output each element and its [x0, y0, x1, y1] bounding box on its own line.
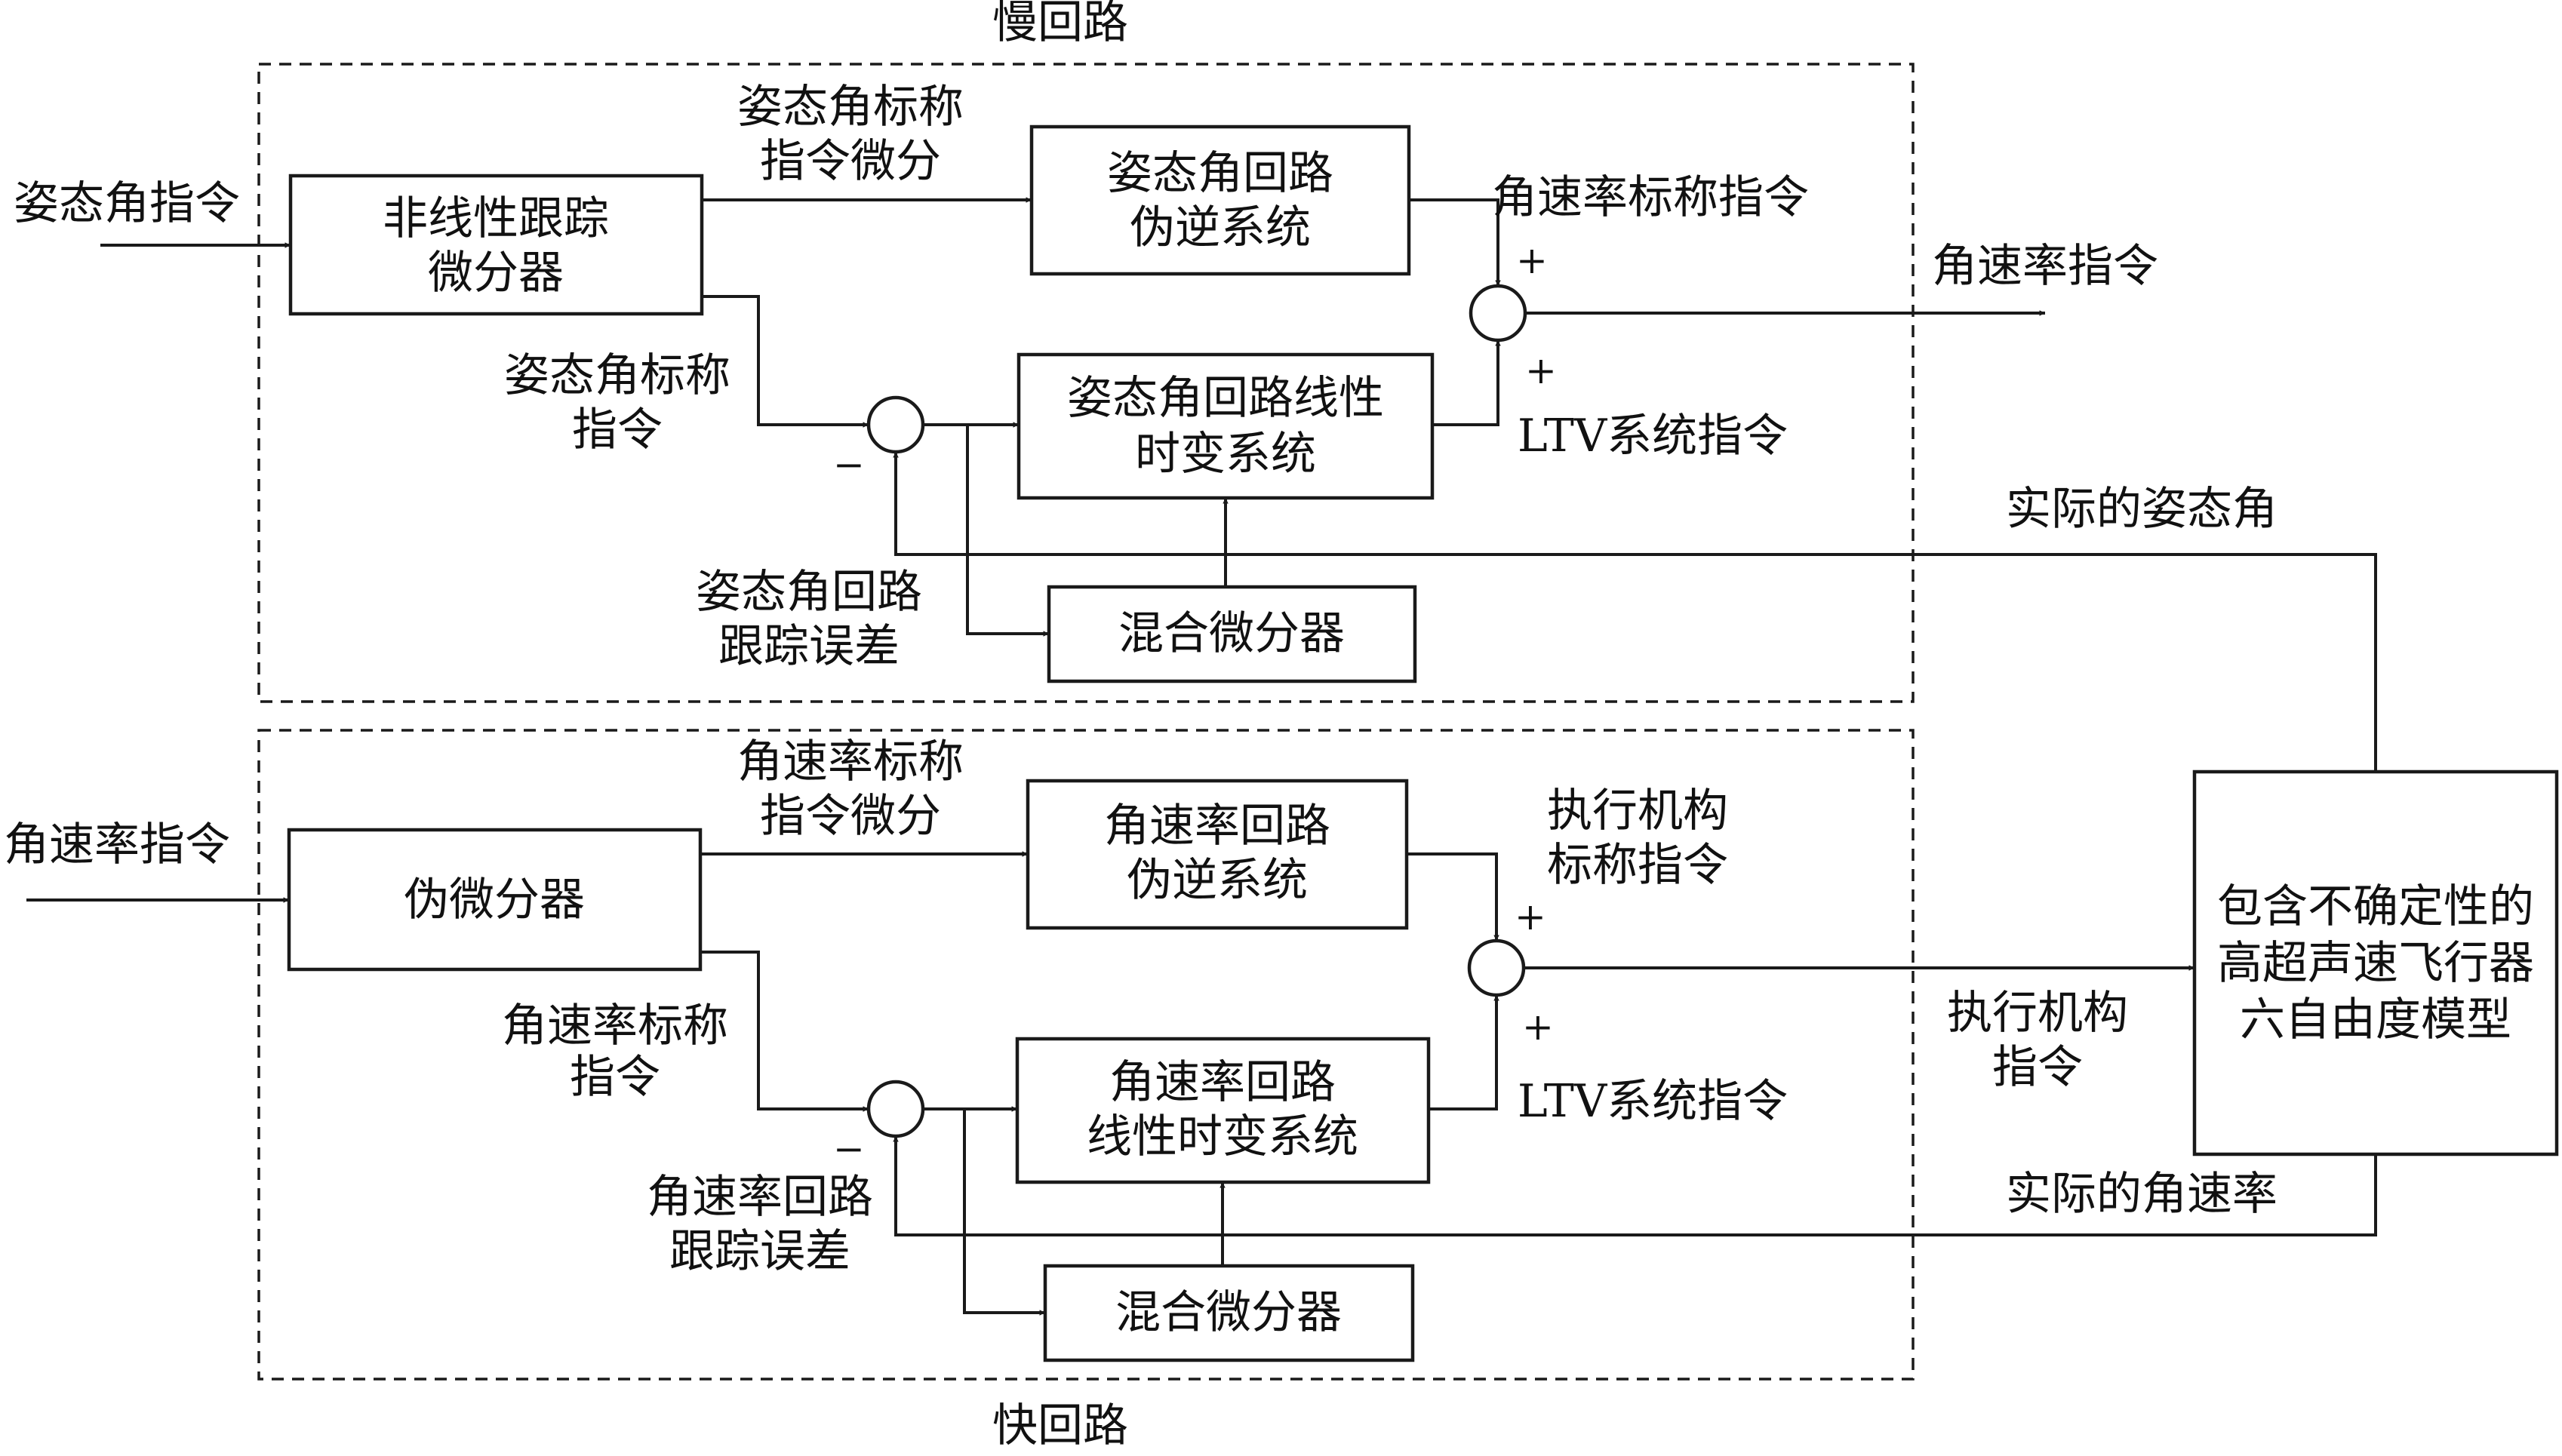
- attitude-nominal-command-label-1: 姿态角标称: [504, 349, 730, 402]
- actuator-nominal-command-arrow: [1407, 852, 1499, 941]
- fast-loop-region: [257, 729, 1915, 1381]
- rate-nominal-command-label: 角速率标称指令: [1492, 171, 1809, 224]
- svg-text:混合微分器: 混合微分器: [1115, 1286, 1342, 1339]
- rate-tracking-error-label-2: 跟踪误差: [669, 1225, 850, 1278]
- svg-text:时变系统: 时变系统: [1135, 428, 1316, 481]
- svg-text:高超声速飞行器: 高超声速飞行器: [2217, 937, 2534, 990]
- rate-nominal-command-arrow: [1409, 198, 1501, 286]
- svg-text:六自由度模型: 六自由度模型: [2240, 994, 2511, 1046]
- svg-text:伪微分器: 伪微分器: [404, 874, 585, 926]
- attitude-command-label: 姿态角指令: [14, 177, 240, 230]
- attitude-nominal-command-label-2: 指令: [572, 404, 663, 456]
- attitude-pseudo-inverse-block: 姿态角回路 伪逆系统: [1029, 124, 1411, 276]
- rate-nominal-command-arrow: [700, 951, 869, 1112]
- actual-rate-label: 实际的角速率: [2006, 1168, 2278, 1221]
- attitude-ltv-command-label: LTV系统指令: [1518, 410, 1788, 462]
- nonlinear-tracking-differentiator-block: 非线性跟踪 微分器: [288, 174, 704, 316]
- attitude-output-plus-bottom: +: [1525, 349, 1557, 392]
- attitude-ltv-system-block: 姿态角回路线性 时变系统: [1016, 352, 1435, 500]
- attitude-output-summing-junction: [1469, 284, 1527, 342]
- rate-output-plus-top: +: [1515, 895, 1546, 938]
- svg-text:包含不确定性的: 包含不确定性的: [2217, 880, 2534, 933]
- svg-text:混合微分器: 混合微分器: [1118, 607, 1345, 660]
- attitude-nominal-deriv-label-1: 姿态角标称: [737, 81, 964, 134]
- rate-nominal-command-label-1: 角速率标称: [502, 1000, 728, 1052]
- svg-text:角速率回路: 角速率回路: [1104, 800, 1330, 852]
- rate-ltv-command-arrow: [1429, 995, 1499, 1110]
- rate-command-output-label: 角速率指令: [1932, 240, 2158, 293]
- rate-tracking-error-label-1: 角速率回路: [647, 1171, 873, 1224]
- rate-error-minus-sign: −: [833, 1127, 865, 1171]
- rate-nominal-deriv-label-1: 角速率标称: [737, 736, 964, 788]
- svg-text:非线性跟踪: 非线性跟踪: [383, 192, 609, 245]
- slow-loop-label: 慢回路: [992, 0, 1128, 49]
- rate-pseudo-inverse-block: 角速率回路 伪逆系统: [1026, 779, 1409, 930]
- attitude-error-summing-junction: [866, 395, 925, 454]
- actuator-nominal-command-label-2: 标称指令: [1547, 839, 1728, 892]
- svg-text:微分器: 微分器: [428, 247, 564, 299]
- svg-text:伪逆系统: 伪逆系统: [1130, 201, 1311, 254]
- actuator-command-label-1: 执行机构: [1947, 987, 2128, 1040]
- attitude-tracking-error-label-2: 跟踪误差: [718, 620, 900, 673]
- actuator-nominal-command-label-1: 执行机构: [1547, 785, 1728, 837]
- actuator-command-label-2: 指令: [1992, 1041, 2083, 1094]
- svg-text:姿态角回路: 姿态角回路: [1107, 147, 1333, 200]
- attitude-error-minus-sign: −: [833, 443, 865, 487]
- hypersonic-vehicle-6dof-model-block: 包含不确定性的 高超声速飞行器 六自由度模型: [2192, 769, 2559, 1157]
- rate-hybrid-differentiator-block: 混合微分器: [1043, 1264, 1415, 1362]
- actual-attitude-feedback-arrow: [893, 452, 2377, 772]
- attitude-ltv-command-arrow: [1432, 340, 1501, 426]
- rate-output-plus-bottom: +: [1522, 1005, 1554, 1049]
- rate-command-input-label: 角速率指令: [4, 819, 230, 871]
- rate-ltv-system-block: 角速率回路 线性时变系统: [1015, 1037, 1431, 1184]
- attitude-nominal-deriv-label-2: 指令微分: [760, 135, 941, 188]
- rate-ltv-command-label: LTV系统指令: [1518, 1075, 1788, 1128]
- svg-text:姿态角回路线性: 姿态角回路线性: [1067, 372, 1384, 425]
- svg-text:伪逆系统: 伪逆系统: [1127, 854, 1308, 907]
- attitude-nominal-command-arrow: [702, 295, 869, 428]
- rate-error-to-hybrid-arrow: [963, 1109, 1045, 1316]
- fast-loop-label: 快回路: [992, 1399, 1128, 1452]
- attitude-hybrid-differentiator-block: 混合微分器: [1047, 585, 1417, 683]
- svg-text:角速率回路: 角速率回路: [1109, 1056, 1336, 1109]
- rate-output-summing-junction: [1467, 938, 1526, 997]
- rate-nominal-command-label-2: 指令: [570, 1051, 660, 1104]
- rate-nominal-deriv-label-2: 指令微分: [760, 790, 941, 843]
- attitude-error-to-hybrid-arrow: [966, 425, 1049, 637]
- actual-rate-feedback-arrow: [893, 1136, 2377, 1236]
- attitude-tracking-error-label-1: 姿态角回路: [696, 566, 922, 619]
- slow-loop-region: [257, 63, 1915, 703]
- pseudo-differentiator-block: 伪微分器: [287, 828, 703, 972]
- rate-error-summing-junction: [866, 1080, 925, 1138]
- svg-text:线性时变系统: 线性时变系统: [1087, 1110, 1358, 1163]
- actual-attitude-label: 实际的姿态角: [2006, 483, 2278, 536]
- attitude-output-plus-top: +: [1516, 238, 1548, 282]
